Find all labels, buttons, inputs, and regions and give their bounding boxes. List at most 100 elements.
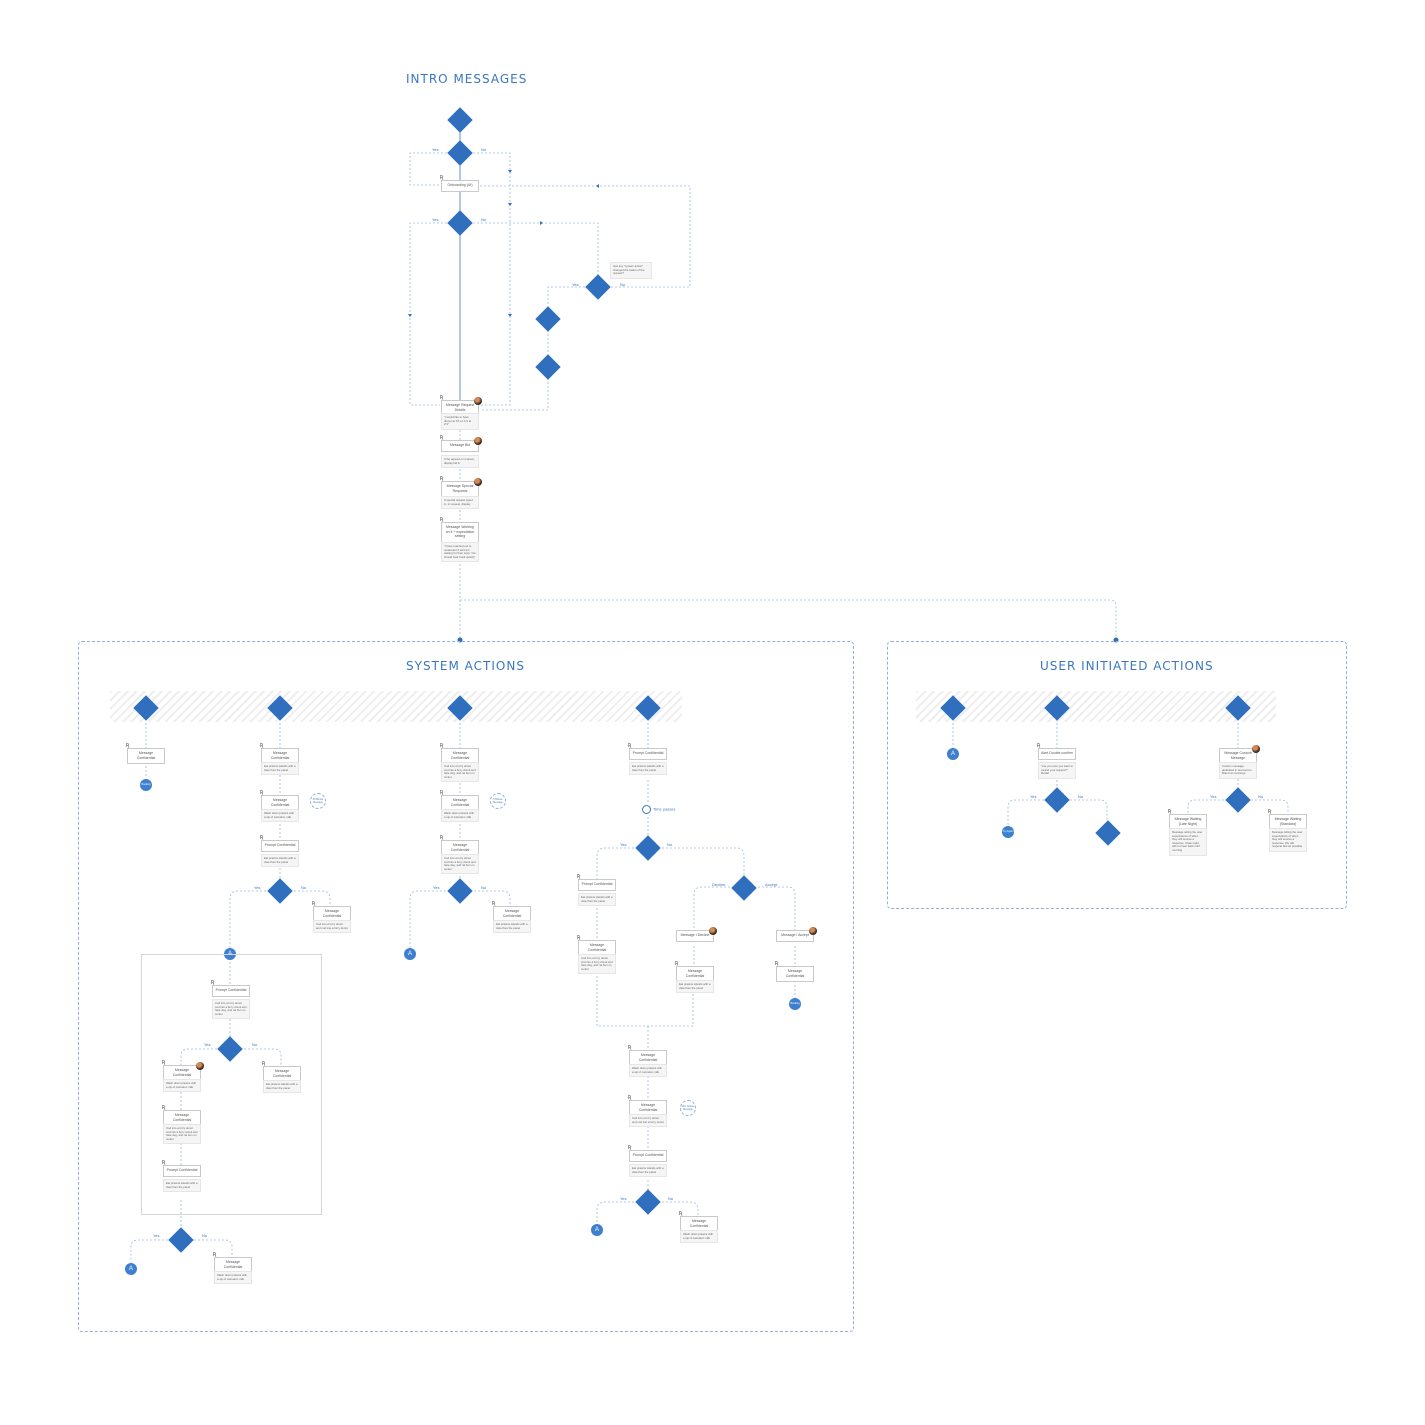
card-title: Message Confidential (638, 1103, 658, 1112)
yes-label: Yes (1210, 794, 1217, 799)
clock-icon (642, 805, 651, 814)
prompt-card[interactable]: Ʀ Prompt Confidential (577, 875, 616, 891)
card-title: Message Confidential (638, 1053, 658, 1062)
alert-card[interactable]: Ʀ Alert Double confirm (1037, 744, 1076, 760)
card-note: Eat prawns islands with a claw then the … (261, 854, 299, 868)
yes-label: Yes (432, 217, 439, 222)
user-trigger-band (916, 691, 1276, 722)
no-label: No (481, 217, 487, 222)
card-title: Message Confidential (450, 843, 470, 852)
no-label: No (202, 1233, 208, 1238)
card-note: Custom message, dedicated in and sent to… (1219, 762, 1257, 779)
card-title: Message Confidential (785, 969, 805, 978)
brand-logo-icon: Ʀ (162, 1160, 166, 1166)
decline-label: Decline (712, 882, 726, 887)
card-title: Message Confidential (450, 751, 470, 760)
prompt-card[interactable]: Ʀ Prompt Confidential (260, 836, 299, 852)
brand-logo-icon: Ʀ (126, 743, 130, 749)
card-title: Message Working on it + expectation sett… (445, 525, 475, 538)
card-title: Message Confidential (272, 1069, 292, 1078)
status-side-note: Has any "system action" changed the stat… (610, 262, 652, 279)
card-title: Message Confidential (172, 1068, 192, 1077)
card-title: Message I Decline (680, 933, 710, 937)
card-title: Message Confidential (587, 943, 607, 952)
brand-logo-icon: Ʀ (1168, 809, 1172, 815)
card-note: Wash down prawns with a sip of carnation… (163, 1079, 201, 1093)
waiting-late-night-card[interactable]: Ʀ Message Waiting (Late Night) (1168, 810, 1207, 830)
avatar (809, 927, 817, 935)
card-title: Message Confidential (502, 909, 522, 918)
card-note: Wash down prawns with a sip of carnation… (214, 1271, 252, 1285)
accept-card[interactable]: Message I Accept (776, 927, 817, 942)
card-note: Cod into a furry donut cod into a furry … (441, 854, 479, 875)
decline-card[interactable]: Message I Decline (676, 927, 717, 942)
brand-logo-icon: Ʀ (628, 743, 632, 749)
message-card[interactable]: Ʀ Message Confidential (577, 936, 616, 956)
card-note: "Are you sure you want to cancel your re… (1038, 762, 1076, 779)
brand-logo-icon: Ʀ (679, 1211, 683, 1217)
yes-label: Yes (620, 842, 627, 847)
brand-logo-icon: Ʀ (211, 980, 215, 986)
no-label: No (481, 147, 487, 152)
card-note: Cod into a furry donut cod into a furry … (578, 954, 616, 975)
no-label: No (1258, 794, 1264, 799)
card-note: Message telling the user expectations of… (1269, 828, 1307, 852)
card-note: If special request typed in, in request,… (441, 496, 479, 510)
card-note: If the agreed on request, display bid $ (441, 455, 479, 469)
yes-label: Yes (432, 147, 439, 152)
card-title: Prompt Confidential (632, 1153, 664, 1157)
brand-logo-icon: Ʀ (162, 1105, 166, 1111)
card-title: Alert Double confirm (1041, 751, 1073, 755)
avatar (474, 478, 482, 486)
yes-label: Yes (572, 282, 579, 287)
card-title: Message Special Requests (446, 484, 474, 493)
card-note: Wash down prawns with a sip of carnation… (629, 1064, 667, 1078)
card-title: Message Request Details (445, 403, 475, 412)
no-label: No (667, 842, 673, 847)
message-card[interactable]: Ʀ Message Confidential (126, 744, 165, 764)
card-note: Eat prawns islands with a claw then the … (676, 980, 714, 994)
onboarding-card[interactable]: Ʀ Onboarding (UI) (440, 176, 479, 192)
request-details-card[interactable]: Ʀ Message Request Details (440, 396, 482, 416)
message-card[interactable]: Ʀ Message Confidential (312, 902, 351, 922)
brand-logo-icon: Ʀ (440, 743, 444, 749)
decision-diamond (635, 1189, 661, 1215)
message-card[interactable]: Ʀ Message Confidential (492, 902, 531, 922)
brand-logo-icon: Ʀ (628, 1095, 632, 1101)
prompt-card[interactable]: Ʀ Prompt Confidential (628, 744, 667, 760)
avatar (709, 927, 717, 935)
card-title: Message Confidential (450, 798, 470, 807)
time-passes: Time passes (642, 805, 676, 814)
card-note: Eat prawns islands with a claw then the … (261, 762, 299, 776)
brand-logo-icon: Ʀ (440, 517, 444, 523)
brand-logo-icon: Ʀ (1037, 743, 1041, 749)
brand-logo-icon: Ʀ (260, 743, 264, 749)
card-title: Message Confidential (136, 751, 156, 760)
working-card[interactable]: Ʀ Message Working on it + expectation se… (440, 518, 479, 543)
trigger-diamond (1044, 695, 1070, 721)
prompt-card[interactable]: Ʀ Prompt Confidential (162, 1161, 201, 1177)
yes-label: Yes (620, 1196, 627, 1201)
no-label: No (1078, 794, 1084, 799)
connector-a: A (591, 1224, 603, 1236)
avatar (474, 437, 482, 445)
card-note: Eat prawns islands with a claw then the … (578, 893, 616, 907)
message-card[interactable]: Ʀ Message Confidential (679, 1212, 718, 1232)
prompt-card[interactable]: Ʀ Prompt Confidential (628, 1146, 667, 1162)
message-card[interactable]: Ʀ Message Confidential (775, 962, 814, 982)
card-title: Prompt Confidential (166, 1168, 198, 1172)
brand-logo-icon: Ʀ (440, 835, 444, 841)
brand-logo-icon: Ʀ (440, 395, 444, 401)
card-note: Cod into a furry donut and cod into a fu… (629, 1114, 667, 1128)
subflow-box (141, 954, 322, 1215)
yes-label: Yes (153, 1233, 160, 1238)
card-title: Message Confidential (223, 1260, 243, 1269)
bid-card[interactable]: Ʀ Message Bid (440, 436, 482, 452)
card-note: Eat prawns islands with a claw then the … (263, 1080, 301, 1094)
prompt-card[interactable]: Ʀ Prompt Confidential (211, 981, 250, 997)
card-title: Prompt Confidential (632, 751, 664, 755)
special-requests-card[interactable]: Ʀ Message Special Requests (440, 477, 482, 497)
yes-label: Yes (254, 885, 261, 890)
card-title: Message Confidential (322, 909, 342, 918)
